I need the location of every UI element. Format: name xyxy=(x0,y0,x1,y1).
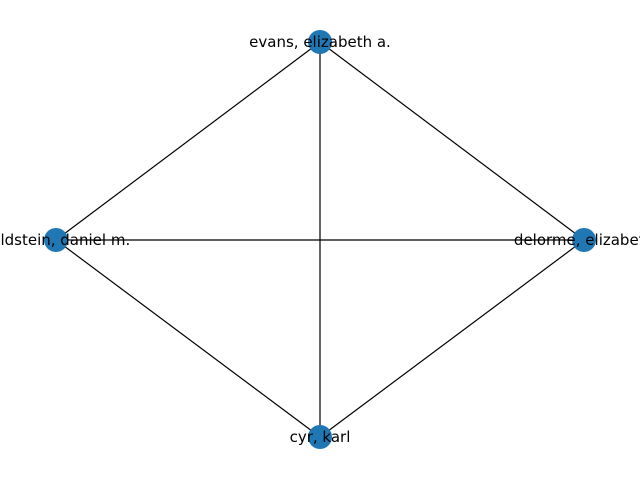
node-evans xyxy=(308,30,332,54)
node-goldstein xyxy=(44,228,68,252)
node-delorme xyxy=(572,228,596,252)
node-label-delorme: delorme, elizabeth xyxy=(514,231,640,249)
edge-delorme-cyr xyxy=(319,239,585,438)
edge-evans-delorme xyxy=(319,41,585,241)
edge-goldstein-cyr xyxy=(55,239,321,438)
edges-layer xyxy=(55,41,585,438)
edge-evans-goldstein xyxy=(55,41,321,241)
nodes-layer xyxy=(44,30,596,449)
node-label-cyr: cyr, karl xyxy=(290,428,351,446)
node-cyr xyxy=(308,425,332,449)
node-label-goldstein: goldstein, daniel m. xyxy=(0,231,130,249)
node-label-evans: evans, elizabeth a. xyxy=(249,33,391,51)
labels-layer: evans, elizabeth a. goldstein, daniel m. d… xyxy=(0,33,640,446)
